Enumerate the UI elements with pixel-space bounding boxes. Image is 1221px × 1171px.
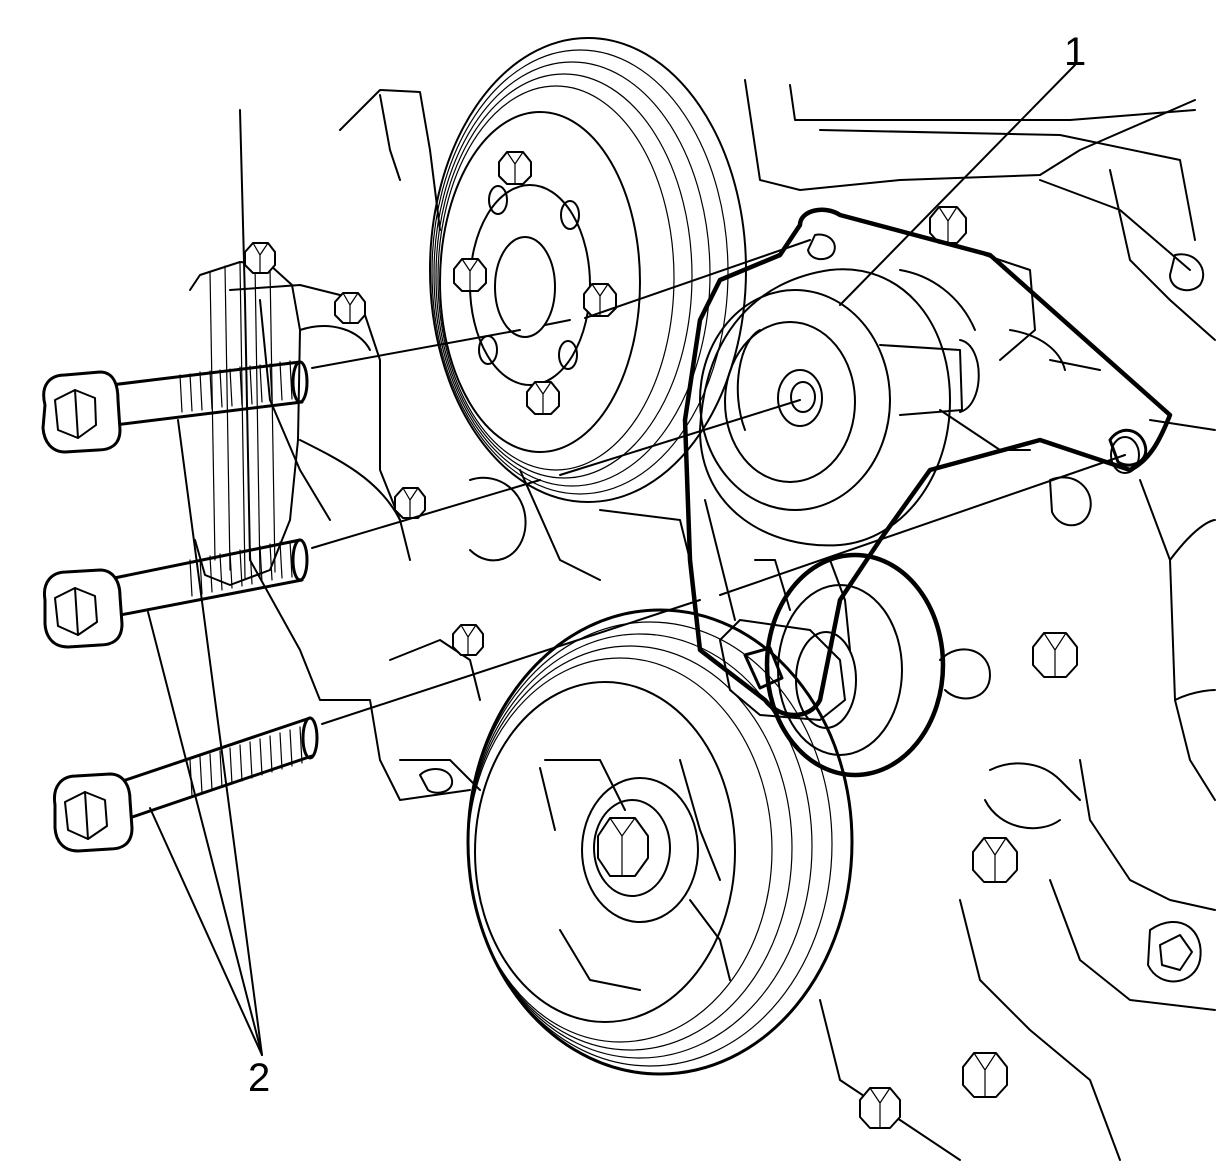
tensioner-idler-pulley [764,552,946,778]
crankshaft-balancer-pulley [466,608,854,1076]
block-bolts [244,206,1078,1129]
alignment-lines [311,239,1126,725]
callout-label-tensioner: 1 [1064,30,1087,74]
water-pump-pulley [429,37,747,503]
water-pump-bolts [453,151,617,415]
idler-boss-left [189,261,401,586]
belt-tensioner-assembly [682,207,1173,721]
callout-leader-lines [147,64,1076,1056]
engine-block-outline [229,79,1216,1161]
callout-label-bolts: 2 [248,1056,271,1100]
tensioner-mounting-bolts [41,360,319,853]
